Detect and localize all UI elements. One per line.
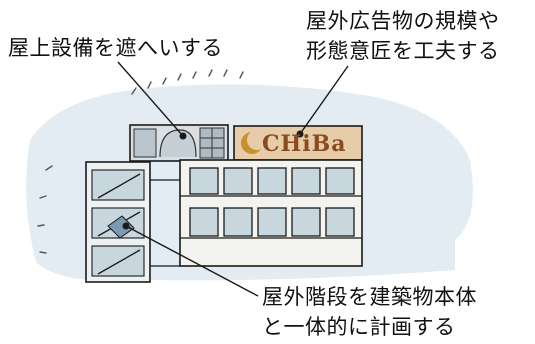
building-body bbox=[179, 159, 363, 267]
label-ad-line-2: 形態意匠を工夫する bbox=[306, 39, 500, 63]
label-rooftop-equipment: 屋上設備を遮へいする bbox=[8, 33, 223, 63]
label-rooftop-text: 屋上設備を遮へいする bbox=[8, 36, 223, 60]
label-outdoor-advertisement: 屋外広告物の規模や 形態意匠を工夫する bbox=[306, 6, 500, 66]
leader-stairs bbox=[125, 225, 259, 297]
leader-rooftop bbox=[117, 61, 184, 137]
leader-advertisement bbox=[299, 65, 349, 135]
label-external-stairs: 屋外階段を建築物本体 と一体的に計画する bbox=[262, 282, 477, 342]
label-stairs-line-1: 屋外階段を建築物本体 bbox=[262, 285, 477, 309]
external-staircase bbox=[85, 161, 180, 283]
leader-lines bbox=[117, 61, 349, 297]
label-ad-line-1: 屋外広告物の規模や bbox=[306, 9, 500, 33]
label-stairs-line-2: と一体的に計画する bbox=[262, 315, 456, 339]
leader-dots bbox=[122, 130, 304, 230]
sign-text: CHiBa bbox=[262, 131, 347, 157]
wind-strokes bbox=[37, 69, 244, 254]
